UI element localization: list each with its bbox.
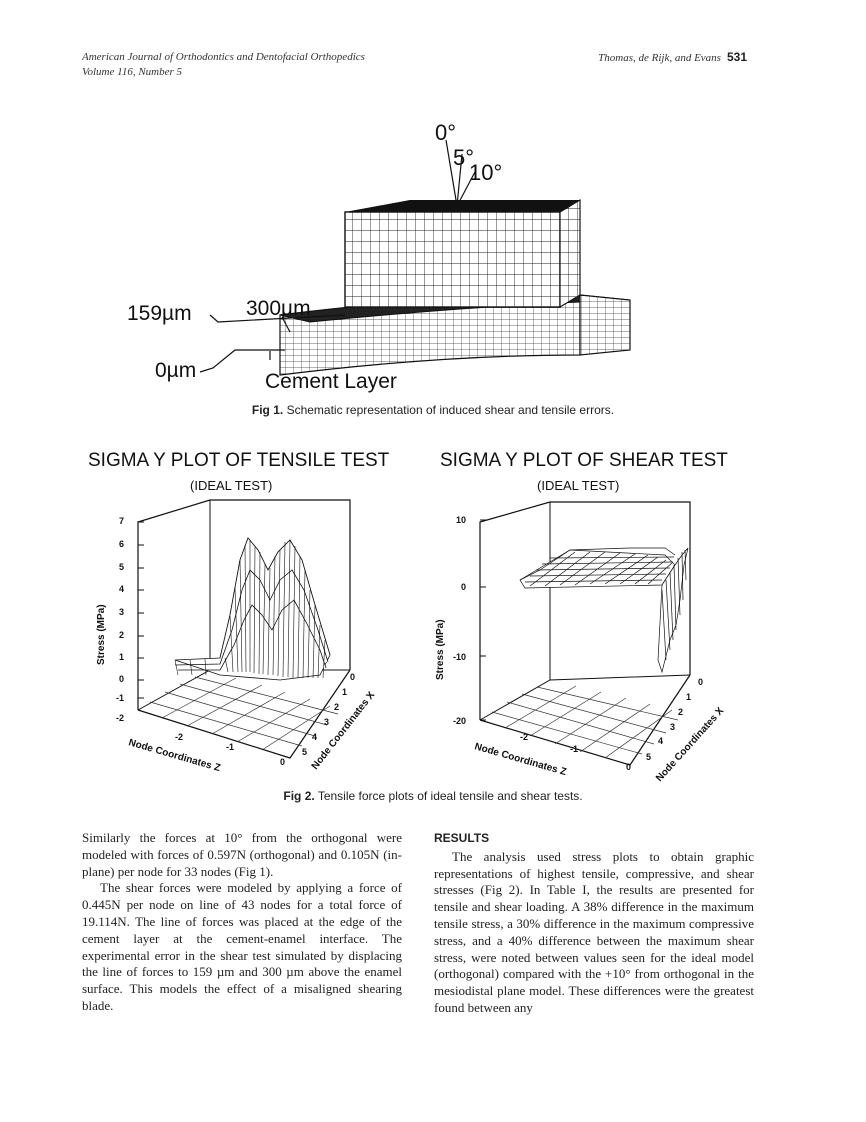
journal-volume: Volume 116, Number 5: [82, 66, 183, 78]
tensile-ytick: 3: [119, 607, 124, 617]
figure-1-caption-number: Fig 1.: [251, 403, 284, 417]
author-names: Thomas, de Rijk, and Evans: [598, 52, 721, 64]
tensile-xtick: 3: [324, 717, 329, 727]
tensile-ytick: 6: [119, 539, 124, 549]
shear-stress-surface: [519, 547, 689, 674]
shear-ytick: -20: [453, 716, 466, 726]
body-paragraph: The analysis used stress plots to obtain…: [434, 848, 754, 1015]
running-header-left: American Journal of Orthodontics and Den…: [82, 50, 365, 80]
label-159um: 159µm: [127, 302, 192, 325]
force-vector-5: [456, 153, 463, 207]
running-header-right: Thomas, de Rijk, and Evans 531: [598, 50, 747, 66]
body-column-right: RESULTS The analysis used stress plots t…: [434, 830, 754, 1017]
figure-1-caption: Fig 1. Schematic representation of induc…: [0, 403, 866, 417]
shear-xtick: 3: [670, 722, 675, 732]
shear-ztick: 0: [626, 762, 631, 772]
shear-ytick: 10: [456, 515, 466, 525]
shear-zlabel: Node Coordinates Z: [473, 741, 567, 778]
tensile-plot-subtitle: (IDEAL TEST): [190, 478, 272, 493]
tensile-xtick: 2: [334, 702, 339, 712]
label-0um: 0µm: [155, 359, 196, 382]
shear-xtick: 0: [698, 677, 703, 687]
tensile-xlabel: Node Coordinates X: [310, 690, 378, 772]
tensile-xtick: 4: [312, 732, 317, 742]
label-cement-layer: Cement Layer: [265, 370, 397, 393]
tensile-ytick: 1: [119, 652, 124, 662]
journal-name: American Journal of Orthodontics and Den…: [82, 51, 365, 63]
tensile-ztick: -2: [175, 732, 183, 742]
tensile-ytick: -2: [116, 713, 124, 723]
section-heading-results: RESULTS: [434, 831, 490, 845]
figure-2-caption: Fig 2. Tensile force plots of ideal tens…: [0, 789, 866, 803]
shear-plot-subtitle: (IDEAL TEST): [537, 478, 619, 493]
leader-300: [281, 316, 291, 333]
tensile-stress-surface: [174, 537, 331, 681]
shear-plot-title: SIGMA Y PLOT OF SHEAR TEST: [440, 450, 728, 471]
body-column-left: Similarly the forces at 10° from the ort…: [82, 830, 402, 1015]
shear-xtick: 4: [658, 736, 663, 746]
tensile-ylabel: Stress (MPa): [96, 604, 107, 665]
leader-159: [209, 314, 346, 323]
shear-ztick: -1: [570, 744, 578, 754]
shear-ylabel: Stress (MPa): [435, 619, 446, 680]
figure-1-caption-text: Schematic representation of induced shea…: [283, 403, 615, 417]
bracket-side: [559, 198, 581, 309]
enamel-base-side: [579, 294, 631, 356]
bracket-front: [344, 211, 561, 308]
tensile-ytick: 2: [119, 630, 124, 640]
figure-2-caption-text: Tensile force plots of ideal tensile and…: [314, 789, 583, 803]
angle-10-label: 10°: [469, 160, 502, 185]
body-paragraph: Similarly the forces at 10° from the ort…: [82, 830, 402, 879]
tensile-ytick: -1: [116, 693, 124, 703]
figure-2-shear-plot: SIGMA Y PLOT OF SHEAR TEST (IDEAL TEST) …: [435, 450, 728, 784]
shear-ytick: -10: [453, 652, 466, 662]
bracket-top: [345, 200, 580, 212]
figure-2-caption-number: Fig 2.: [283, 789, 315, 803]
label-300um: 300µm: [246, 297, 311, 320]
figure-2-tensile-plot: SIGMA Y PLOT OF TENSILE TEST (IDEAL TEST…: [88, 450, 390, 774]
shear-xtick: 5: [646, 752, 651, 762]
force-vector-0: [445, 139, 458, 207]
figure-1-bracket-diagram: 0° 5° 10° 159µm 300µm 0µm Cement Layer: [127, 120, 631, 393]
tensile-xtick: 1: [342, 687, 347, 697]
shear-ztick: -2: [520, 732, 528, 742]
shear-xtick: 1: [686, 692, 691, 702]
tensile-zlabel: Node Coordinates Z: [127, 737, 221, 774]
shear-ytick: 0: [461, 582, 466, 592]
body-paragraph: The shear forces were modeled by applyin…: [82, 880, 402, 1013]
angle-0-label: 0°: [435, 120, 456, 145]
tensile-ztick: 0: [280, 757, 285, 767]
leader-0: [199, 349, 285, 373]
shear-xtick: 2: [678, 707, 683, 717]
tensile-ztick: -1: [226, 742, 234, 752]
tensile-plot-title: SIGMA Y PLOT OF TENSILE TEST: [88, 450, 390, 471]
force-vector-10: [456, 169, 477, 207]
tensile-xtick: 5: [302, 747, 307, 757]
tensile-ytick: 7: [119, 516, 124, 526]
tensile-ytick: 0: [119, 674, 124, 684]
tensile-xtick: 0: [350, 672, 355, 682]
angle-5-label: 5°: [453, 145, 474, 170]
tensile-ytick: 4: [119, 584, 124, 594]
tensile-ytick: 5: [119, 562, 124, 572]
page-number: 531: [726, 50, 747, 64]
